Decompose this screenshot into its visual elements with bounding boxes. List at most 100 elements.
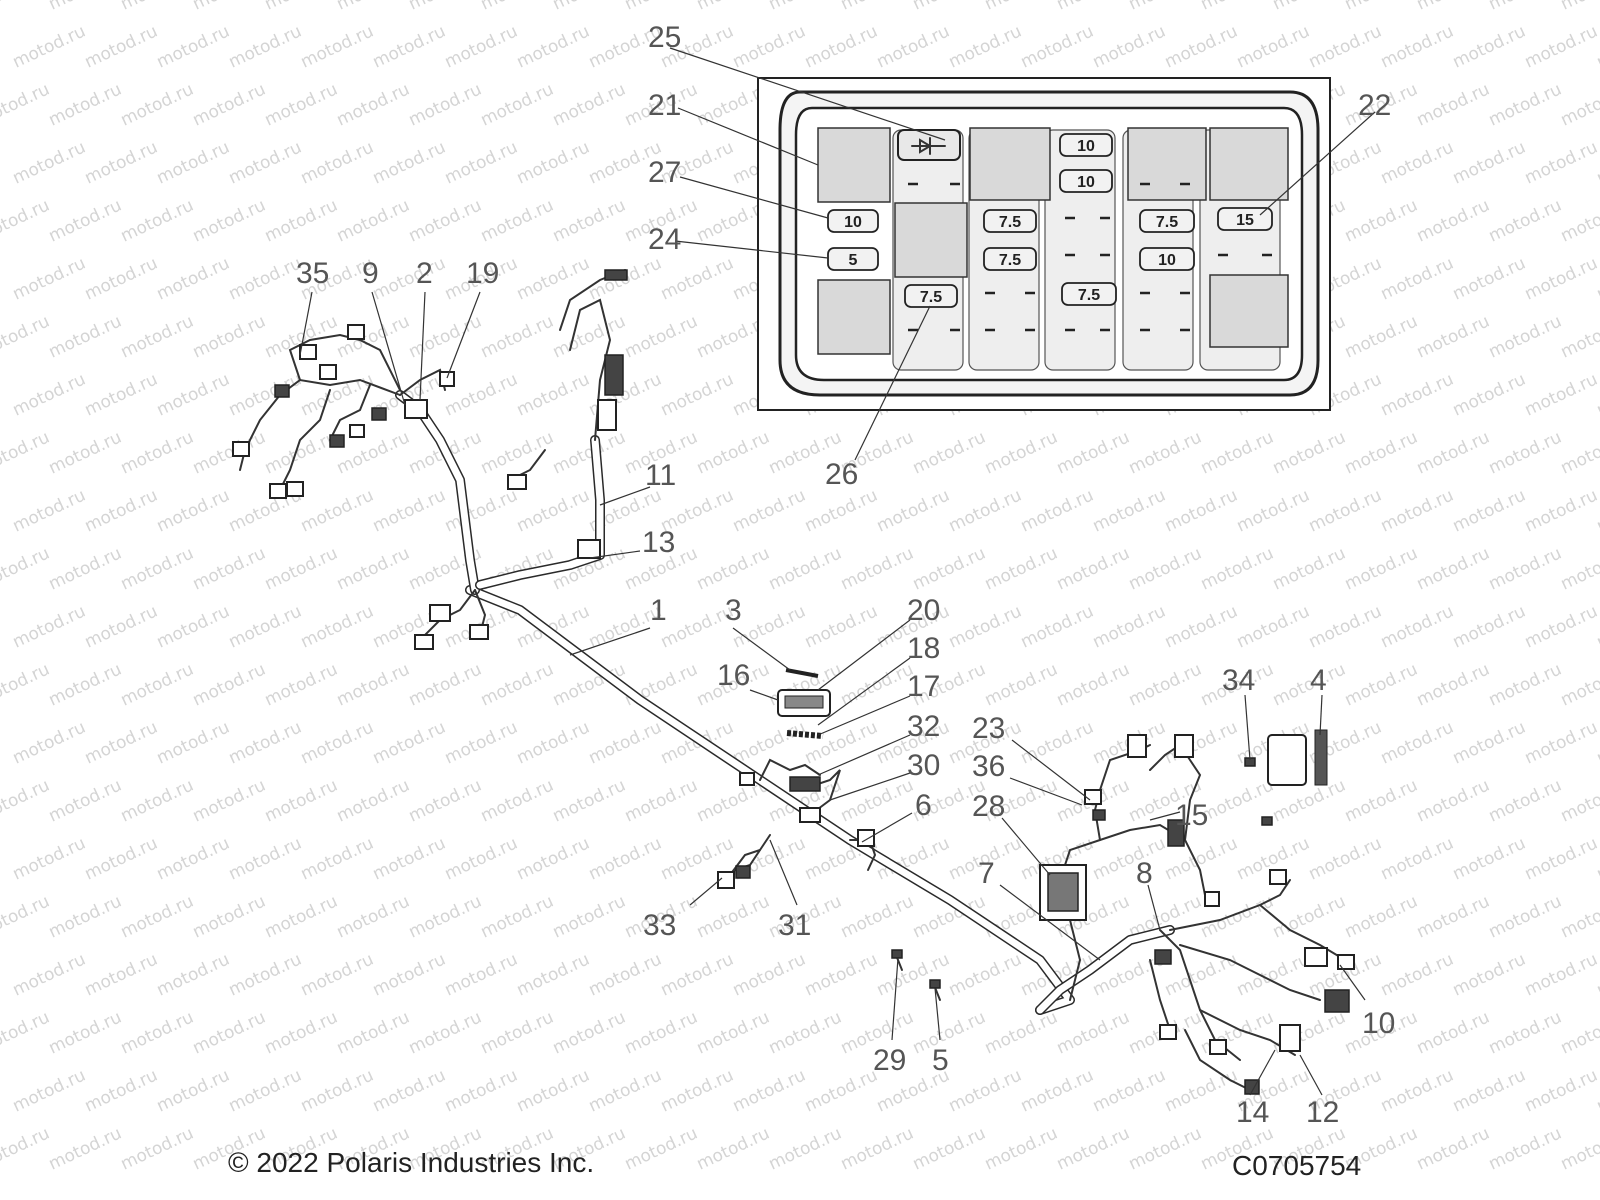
connector — [739, 772, 755, 786]
connector — [1244, 1079, 1260, 1095]
watermark-text: motod.ru — [334, 0, 413, 15]
fuse-label: 7.5 — [999, 252, 1021, 269]
watermark-text: motod.ru — [190, 891, 269, 942]
watermark-text: motod.ru — [46, 775, 125, 826]
watermark-text: motod.ru — [766, 1007, 845, 1058]
watermark-text: motod.ru — [550, 79, 629, 130]
small-terminal — [929, 979, 941, 989]
watermark-text: motod.ru — [514, 253, 593, 304]
fuse-label: 10 — [1077, 174, 1095, 191]
connector — [319, 364, 337, 380]
watermark-text: motod.ru — [550, 1007, 629, 1058]
watermark-text: motod.ru — [1198, 427, 1277, 478]
connector — [286, 481, 304, 497]
watermark-text: motod.ru — [46, 0, 125, 15]
watermark-text: motod.ru — [1522, 369, 1600, 420]
watermark-text: motod.ru — [1414, 775, 1493, 826]
fuse-7-5-col2-mid: 7.5 — [983, 247, 1037, 271]
watermark-text: motod.ru — [46, 79, 125, 130]
relay — [1209, 274, 1289, 348]
watermark-text: motod.ru — [442, 833, 521, 884]
watermark-text: motod.ru — [1378, 369, 1457, 420]
watermark-text: motod.ru — [982, 427, 1061, 478]
watermark-text: motod.ru — [1126, 427, 1205, 478]
callout-34: 34 — [1222, 664, 1255, 697]
connector — [717, 871, 735, 889]
watermark-text: motod.ru — [154, 601, 233, 652]
watermark-text: motod.ru — [1486, 891, 1565, 942]
small-terminal — [891, 949, 903, 959]
watermark-text: motod.ru — [802, 485, 881, 536]
watermark-text: motod.ru — [1486, 79, 1565, 130]
watermark-text: motod.ru — [1018, 1065, 1097, 1116]
fuse-holder-group — [717, 668, 941, 1001]
watermark-text: motod.ru — [82, 369, 161, 420]
rear-connectors — [1039, 729, 1355, 1095]
connector — [1127, 734, 1147, 758]
callout-11: 11 — [645, 459, 676, 492]
watermark-text: motod.ru — [262, 427, 341, 478]
watermark-text: motod.ru — [766, 543, 845, 594]
watermark-text: motod.ru — [82, 137, 161, 188]
fuse-10-col4-mid: 10 — [1139, 247, 1195, 271]
callout-13: 13 — [642, 526, 675, 559]
watermark-text: motod.ru — [1126, 1123, 1205, 1174]
watermark-text: motod.ru — [334, 659, 413, 710]
watermark-text: motod.ru — [1558, 427, 1600, 478]
figure-code: C0705754 — [1232, 1150, 1361, 1181]
watermark-text: motod.ru — [1486, 0, 1565, 15]
watermark-text: motod.ru — [1090, 601, 1169, 652]
watermark-text: motod.ru — [694, 891, 773, 942]
watermark-text: motod.ru — [1522, 1065, 1600, 1116]
watermark-text: motod.ru — [802, 1065, 881, 1116]
watermark-text: motod.ru — [82, 949, 161, 1000]
watermark-text: motod.ru — [1090, 21, 1169, 72]
watermark-text: motod.ru — [874, 949, 953, 1000]
connector — [577, 539, 601, 559]
watermark-text: motod.ru — [766, 1123, 845, 1174]
watermark-text: motod.ru — [10, 717, 89, 768]
watermark-text: motod.ru — [154, 21, 233, 72]
relay — [969, 127, 1051, 201]
watermark-text: motod.ru — [1414, 79, 1493, 130]
watermark-text: motod.ru — [1018, 485, 1097, 536]
callout-17: 17 — [907, 670, 940, 703]
callout-22: 22 — [1358, 89, 1391, 122]
watermark-text: motod.ru — [118, 775, 197, 826]
watermark-text: motod.ru — [226, 949, 305, 1000]
watermark-text: motod.ru — [1450, 833, 1529, 884]
watermark-text: motod.ru — [1342, 427, 1421, 478]
watermark-text: motod.ru — [514, 717, 593, 768]
watermark-text: motod.ru — [82, 1065, 161, 1116]
connector — [604, 269, 628, 281]
watermark-text: motod.ru — [406, 0, 485, 15]
watermark-text: motod.ru — [1558, 0, 1600, 15]
watermark-text: motod.ru — [298, 601, 377, 652]
watermark-text: motod.ru — [154, 137, 233, 188]
watermark-text: motod.ru — [10, 485, 89, 536]
watermark-text: motod.ru — [10, 833, 89, 884]
watermark-text: motod.ru — [1090, 485, 1169, 536]
fuse-box-inset: 10 5 7.5 7.5 7.5 10 — [757, 77, 1331, 411]
watermark-text: motod.ru — [874, 485, 953, 536]
fuse-10-col3-second: 10 — [1059, 169, 1113, 193]
callout-28: 28 — [972, 790, 1005, 823]
relay-module-body — [1047, 872, 1079, 912]
watermark-text: motod.ru — [1378, 21, 1457, 72]
watermark-text: motod.ru — [0, 543, 53, 594]
watermark-text: motod.ru — [1450, 949, 1529, 1000]
watermark-text: motod.ru — [1306, 833, 1385, 884]
watermark-text: motod.ru — [514, 137, 593, 188]
fuse-label: 7.5 — [920, 289, 942, 306]
watermark-text: motod.ru — [370, 833, 449, 884]
watermark-text: motod.ru — [0, 775, 53, 826]
watermark-text: motod.ru — [478, 1007, 557, 1058]
watermark-text: motod.ru — [1342, 311, 1421, 362]
front-connectors — [232, 269, 628, 650]
watermark-text: motod.ru — [730, 485, 809, 536]
watermark-text: motod.ru — [0, 1123, 53, 1174]
watermark-text: motod.ru — [1414, 1007, 1493, 1058]
fuse-label: 15 — [1236, 212, 1254, 229]
watermark-text: motod.ru — [1522, 485, 1600, 536]
watermark-text: motod.ru — [1486, 427, 1565, 478]
